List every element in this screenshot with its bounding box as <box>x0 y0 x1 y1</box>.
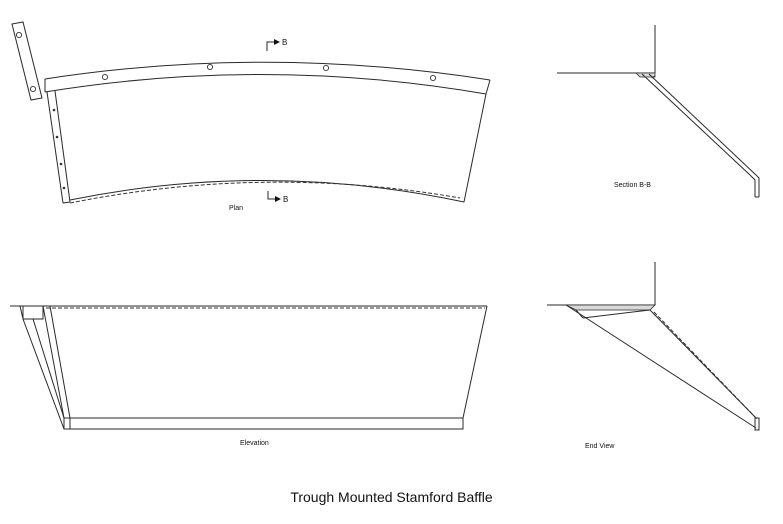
section-marker-bottom-label: B <box>283 195 289 204</box>
plan-view <box>11 21 491 204</box>
section-marker-top-label: B <box>282 38 288 47</box>
top-flange-inner-edge <box>44 74 487 95</box>
bolt-hole <box>29 85 37 93</box>
section-marker-bottom <box>267 191 281 202</box>
flange-bolt-holes <box>101 63 437 82</box>
section-marker-top <box>266 39 280 51</box>
end-view-label: End View <box>585 443 615 450</box>
plan-view-label: Plan <box>229 205 244 212</box>
bolt-hole <box>15 31 23 39</box>
top-flange-outer-edge <box>44 61 491 81</box>
drawing-title: Trough Mounted Stamford Baffle <box>290 489 493 505</box>
mounting-bracket <box>11 21 43 101</box>
elevation-view-label: Elevation <box>240 440 269 447</box>
end-view <box>547 262 760 431</box>
bottom-lip-outer-edge <box>69 180 465 203</box>
elevation-view <box>10 305 488 430</box>
section-view-label: Section B-B <box>614 182 651 189</box>
bottom-lip-hidden-edge <box>69 181 461 204</box>
section-b-b-view <box>557 25 760 198</box>
side-plate-rivets <box>52 108 66 190</box>
